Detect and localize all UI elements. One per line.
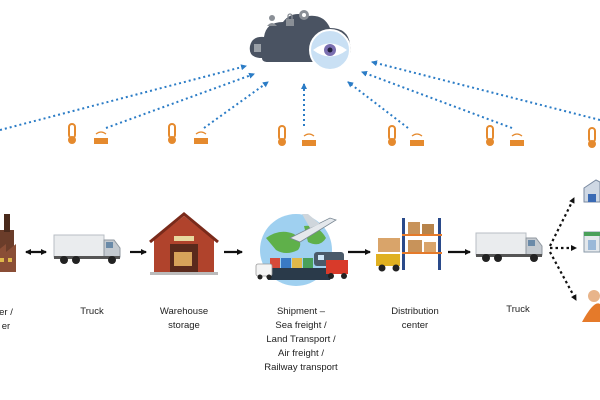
retail-store-icon	[583, 179, 600, 203]
gear-icon	[299, 10, 309, 20]
temperature-sensor-icon	[588, 127, 596, 148]
cloud-monitoring-icon	[249, 10, 351, 71]
truck-icon	[53, 234, 121, 264]
arrow-to-customer	[549, 251, 577, 301]
temperature-sensor-icon	[486, 125, 524, 146]
forklift-icon	[376, 254, 400, 266]
phone-icon	[254, 44, 261, 52]
van-icon	[255, 263, 273, 280]
arrow-sensor-1	[0, 64, 247, 131]
temperature-sensor-icon	[168, 123, 208, 144]
lock-icon	[286, 13, 294, 26]
warehouse-icon	[149, 212, 219, 275]
arrow-sensor-5	[347, 81, 409, 129]
label-truck-1: Truck	[80, 306, 104, 317]
delivery-arrows	[549, 197, 577, 301]
temperature-sensor-icon	[68, 123, 108, 144]
temperature-sensor-icon	[388, 125, 424, 146]
truck-icon	[475, 232, 543, 262]
airplane-icon	[289, 214, 337, 243]
customer-icon	[582, 290, 600, 322]
eye-icon	[309, 29, 351, 71]
user-icon	[267, 15, 277, 26]
temperature-sensor-icon	[278, 125, 316, 146]
arrow-sensor-7	[371, 60, 600, 121]
label-truck-2: Truck	[506, 304, 530, 315]
label-distribution: Distribution center	[391, 306, 439, 331]
label-warehouse: Warehouse storage	[159, 306, 209, 331]
arrow-to-store	[549, 197, 575, 247]
arrow-sensor-2	[105, 72, 255, 129]
sensor-to-cloud-arrows	[0, 60, 600, 131]
arrow-sensor-6	[361, 70, 513, 129]
arrow-sensor-3	[203, 81, 269, 129]
sensor-row	[68, 123, 596, 148]
label-shipment: Shipment – Sea freight / Land Transport …	[264, 306, 338, 373]
container-ship-icon	[262, 258, 336, 280]
label-manufacturer: er / er	[0, 307, 13, 332]
shipment-icon	[255, 214, 348, 286]
distribution-center-icon	[376, 218, 442, 272]
lorry-icon	[326, 260, 348, 279]
factory-icon	[0, 214, 16, 272]
shop-icon	[583, 231, 600, 253]
